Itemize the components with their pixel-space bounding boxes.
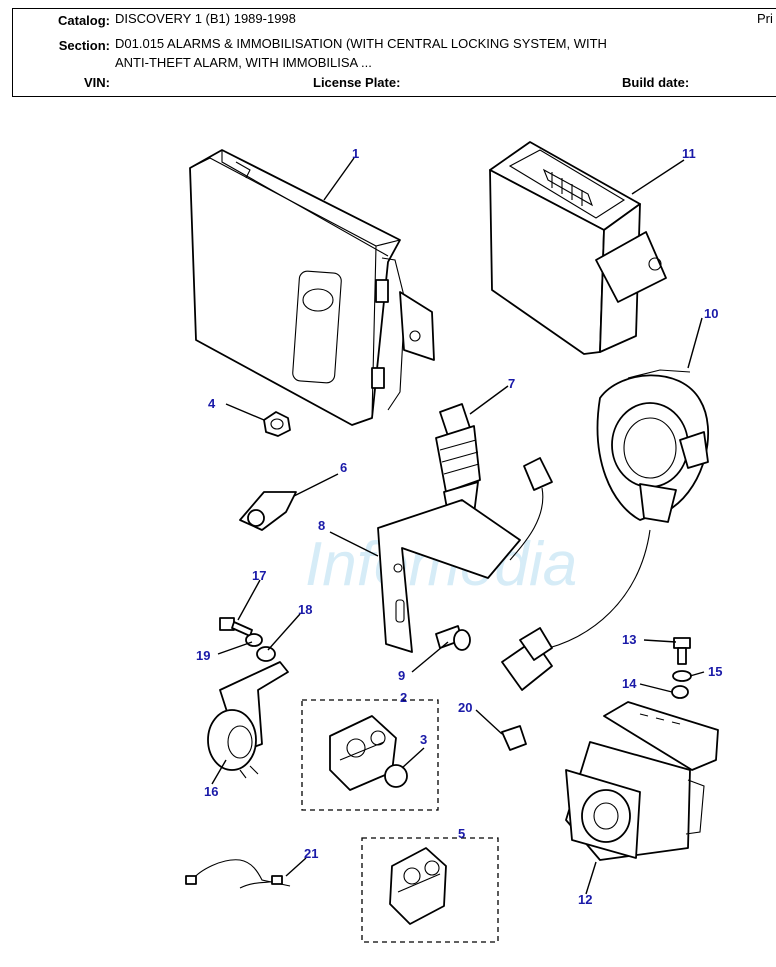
part-5-group[interactable] — [361, 837, 499, 943]
parts-diagram: Infomedia — [185, 141, 722, 943]
part-11-module[interactable] — [489, 141, 667, 355]
callout-10[interactable]: 10 — [704, 306, 718, 321]
callout-14[interactable]: 14 — [622, 676, 637, 691]
section-label: Section: — [58, 38, 110, 53]
callout-8[interactable]: 8 — [318, 518, 325, 533]
callout-11[interactable]: 11 — [682, 146, 696, 161]
callout-5[interactable]: 5 — [458, 826, 465, 841]
callout-16[interactable]: 16 — [204, 784, 218, 799]
part-1-control-unit[interactable] — [189, 149, 435, 426]
part-12-siren[interactable] — [565, 701, 719, 861]
callout-18[interactable]: 18 — [298, 602, 312, 617]
callout-1[interactable]: 1 — [352, 146, 359, 161]
part-4-nut[interactable] — [263, 411, 291, 437]
callout-3[interactable]: 3 — [420, 732, 427, 747]
build-date-label: Build date: — [622, 75, 690, 90]
catalog-header — [12, 8, 776, 97]
catalog-value: DISCOVERY 1 (B1) 1989-1998 — [115, 11, 296, 26]
part-14-nut[interactable] — [671, 685, 689, 699]
part-19-washer[interactable] — [245, 633, 263, 647]
vin-label: VIN: — [84, 75, 110, 90]
callout-15[interactable]: 15 — [708, 664, 722, 679]
callout-13[interactable]: 13 — [622, 632, 636, 647]
part-6-cover[interactable] — [239, 491, 297, 531]
part-8-bracket[interactable] — [377, 499, 521, 653]
callout-6[interactable]: 6 — [340, 460, 347, 475]
section-value-line2: ANTI-THEFT ALARM, WITH IMMOBILISA ... — [115, 55, 372, 70]
section-value-line1: D01.015 ALARMS & IMMOBILISATION (WITH CE… — [115, 36, 607, 51]
part-18-nut[interactable] — [256, 646, 276, 662]
part-13-bolt[interactable] — [673, 637, 691, 665]
leader-lines — [211, 157, 705, 895]
part-9-bolt[interactable] — [435, 625, 471, 651]
wiring-harness[interactable] — [501, 457, 651, 691]
part-15-washer[interactable] — [672, 670, 692, 682]
part-21-wire[interactable] — [185, 859, 291, 889]
callout-9[interactable]: 9 — [398, 668, 405, 683]
print-label[interactable]: Pri — [757, 11, 773, 26]
part-3-cap[interactable] — [384, 764, 408, 788]
part-16-horn[interactable] — [207, 661, 289, 779]
callout-17[interactable]: 17 — [252, 568, 266, 583]
part-10-bracket-ring[interactable] — [596, 369, 709, 523]
callout-20[interactable]: 20 — [458, 700, 472, 715]
callout-12[interactable]: 12 — [578, 892, 592, 907]
callout-4[interactable]: 4 — [208, 396, 216, 411]
license-plate-label: License Plate: — [313, 75, 401, 90]
callout-19[interactable]: 19 — [196, 648, 210, 663]
callout-2[interactable]: 2 — [400, 690, 407, 705]
catalog-label: Catalog: — [58, 13, 110, 28]
callout-7[interactable]: 7 — [508, 376, 515, 391]
part-20-clip[interactable] — [501, 725, 527, 751]
part-2-group[interactable] — [301, 699, 439, 811]
part-17-bolt[interactable] — [219, 617, 253, 637]
callout-21[interactable]: 21 — [304, 846, 318, 861]
